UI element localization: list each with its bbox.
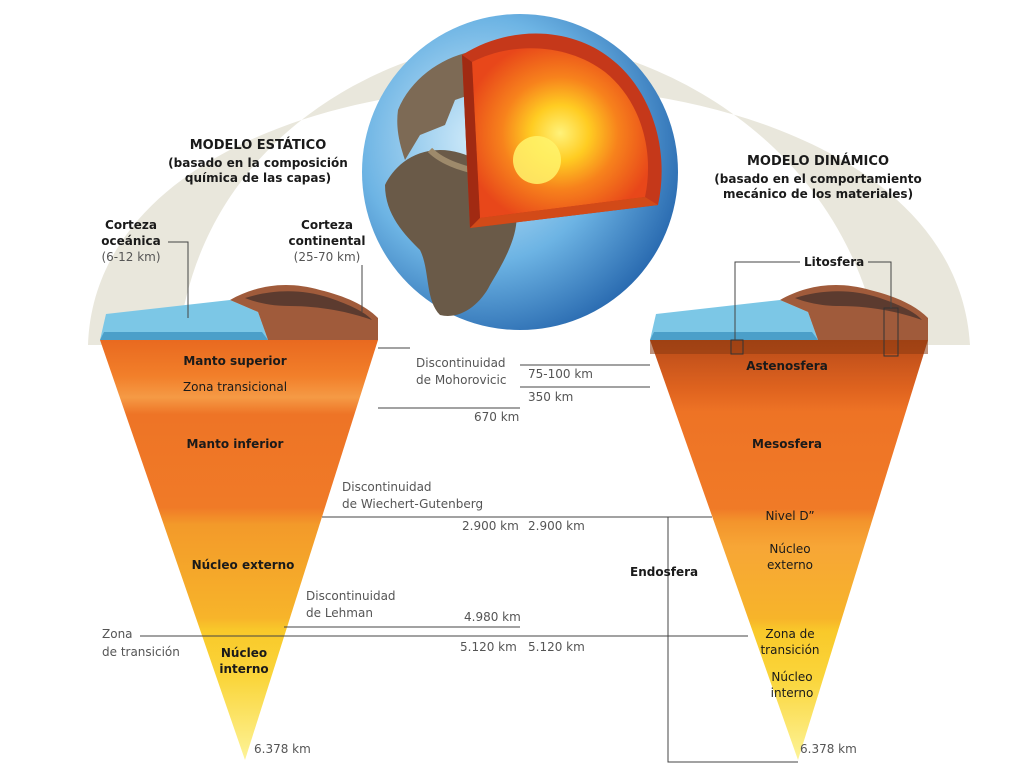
- endosphere-label: Endosfera: [630, 565, 699, 579]
- leader-lines: [140, 241, 892, 763]
- inner-core-label-2: interno: [219, 662, 269, 676]
- moho-label-2: de Mohorovicic: [416, 373, 507, 387]
- dynamic-model-title: MODELO DINÁMICO: [747, 154, 889, 169]
- static-model-subtitle-1: (basado en la composición: [168, 156, 348, 170]
- level-d-label: Nivel D”: [765, 509, 815, 523]
- dynamic-model-subtitle-1: (basado en el comportamiento: [714, 172, 922, 186]
- wg-label-1: Discontinuidad: [342, 480, 432, 494]
- oceanic-crust: [100, 300, 268, 340]
- wg-label-2: de Wiechert-Gutenberg: [342, 497, 484, 511]
- zona-label-1: Zona: [102, 627, 133, 641]
- continental-crust-range: (25-70 km): [293, 250, 361, 264]
- lithosphere-oceanic: [650, 300, 818, 340]
- dyn-transition-label-2: transición: [760, 643, 820, 657]
- lower-mantle-label: Manto inferior: [186, 437, 284, 451]
- background-arch: [88, 40, 970, 345]
- static-model-subtitle-2: química de las capas): [184, 171, 332, 185]
- oceanic-crust-range: (6-12 km): [101, 250, 161, 264]
- dyn-outer-core-label-1: Núcleo: [769, 542, 811, 556]
- lehman-label-2: de Lehman: [306, 606, 373, 620]
- static-model-title: MODELO ESTÁTICO: [189, 138, 327, 153]
- dyn-inner-core-label-2: interno: [770, 686, 814, 700]
- mesosphere-label: Mesosfera: [752, 437, 822, 451]
- continental-crust-label-2: continental: [288, 234, 366, 248]
- transition-zone-label: Zona transicional: [182, 380, 288, 394]
- dynamic-model-subtitle-2: mecánico de los materiales): [722, 187, 914, 201]
- asthenosphere-label: Astenosfera: [746, 359, 828, 373]
- static-model-cone: [100, 285, 378, 760]
- depth-2900-left: 2.900 km: [462, 519, 519, 533]
- continental-crust-label: Corteza: [301, 218, 353, 232]
- zona-label-2: de transición: [102, 645, 180, 659]
- depth-350: 350 km: [528, 390, 574, 404]
- lithosphere-label: Litosfera: [804, 255, 865, 269]
- depth-2900-right: 2.900 km: [528, 519, 585, 533]
- upper-mantle-label: Manto superior: [183, 354, 287, 368]
- lehman-label-1: Discontinuidad: [306, 589, 396, 603]
- oceanic-crust-label: Corteza: [105, 218, 157, 232]
- depth-5120-right: 5.120 km: [528, 640, 585, 654]
- oceanic-crust-label-2: oceánica: [101, 234, 161, 248]
- outer-core-label: Núcleo externo: [191, 558, 295, 572]
- dyn-inner-core-label-1: Núcleo: [771, 670, 813, 684]
- depth-4980: 4.980 km: [464, 610, 521, 624]
- dyn-transition-label-1: Zona de: [765, 627, 815, 641]
- dyn-outer-core-label-2: externo: [766, 558, 814, 572]
- depth-670: 670 km: [474, 410, 520, 424]
- moho-label-1: Discontinuidad: [416, 356, 506, 370]
- dynamic-bottom-depth: 6.378 km: [800, 742, 857, 756]
- static-bottom-depth: 6.378 km: [254, 742, 311, 756]
- depth-5120-left: 5.120 km: [460, 640, 517, 654]
- inner-core-label-1: Núcleo: [220, 646, 268, 660]
- earth-globe: [362, 14, 678, 330]
- depth-75-100: 75-100 km: [528, 367, 593, 381]
